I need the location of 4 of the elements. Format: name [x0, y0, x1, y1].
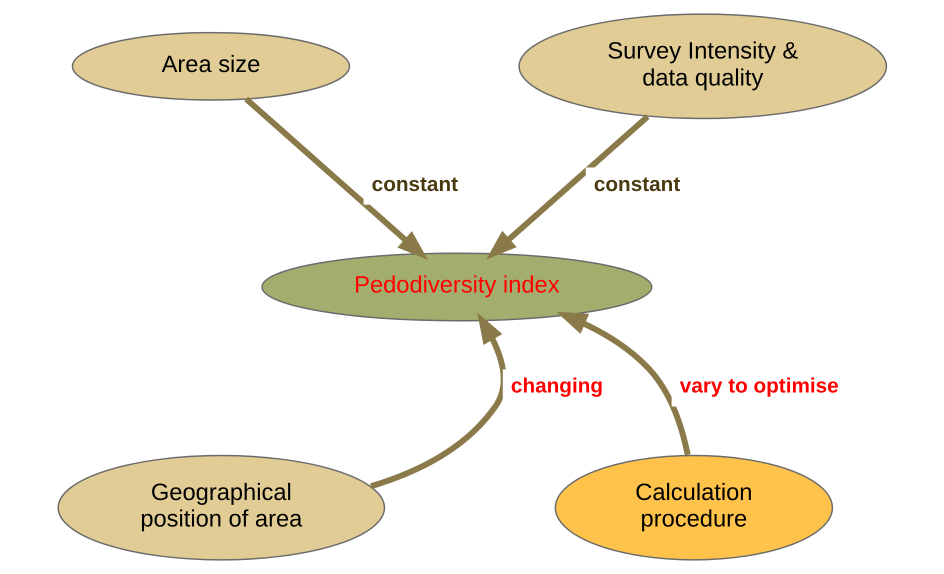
edge-label: constant — [372, 172, 458, 196]
edge-label: vary to optimise — [680, 374, 839, 398]
edge-label: changing — [510, 374, 604, 398]
edge-label: constant — [594, 172, 680, 196]
